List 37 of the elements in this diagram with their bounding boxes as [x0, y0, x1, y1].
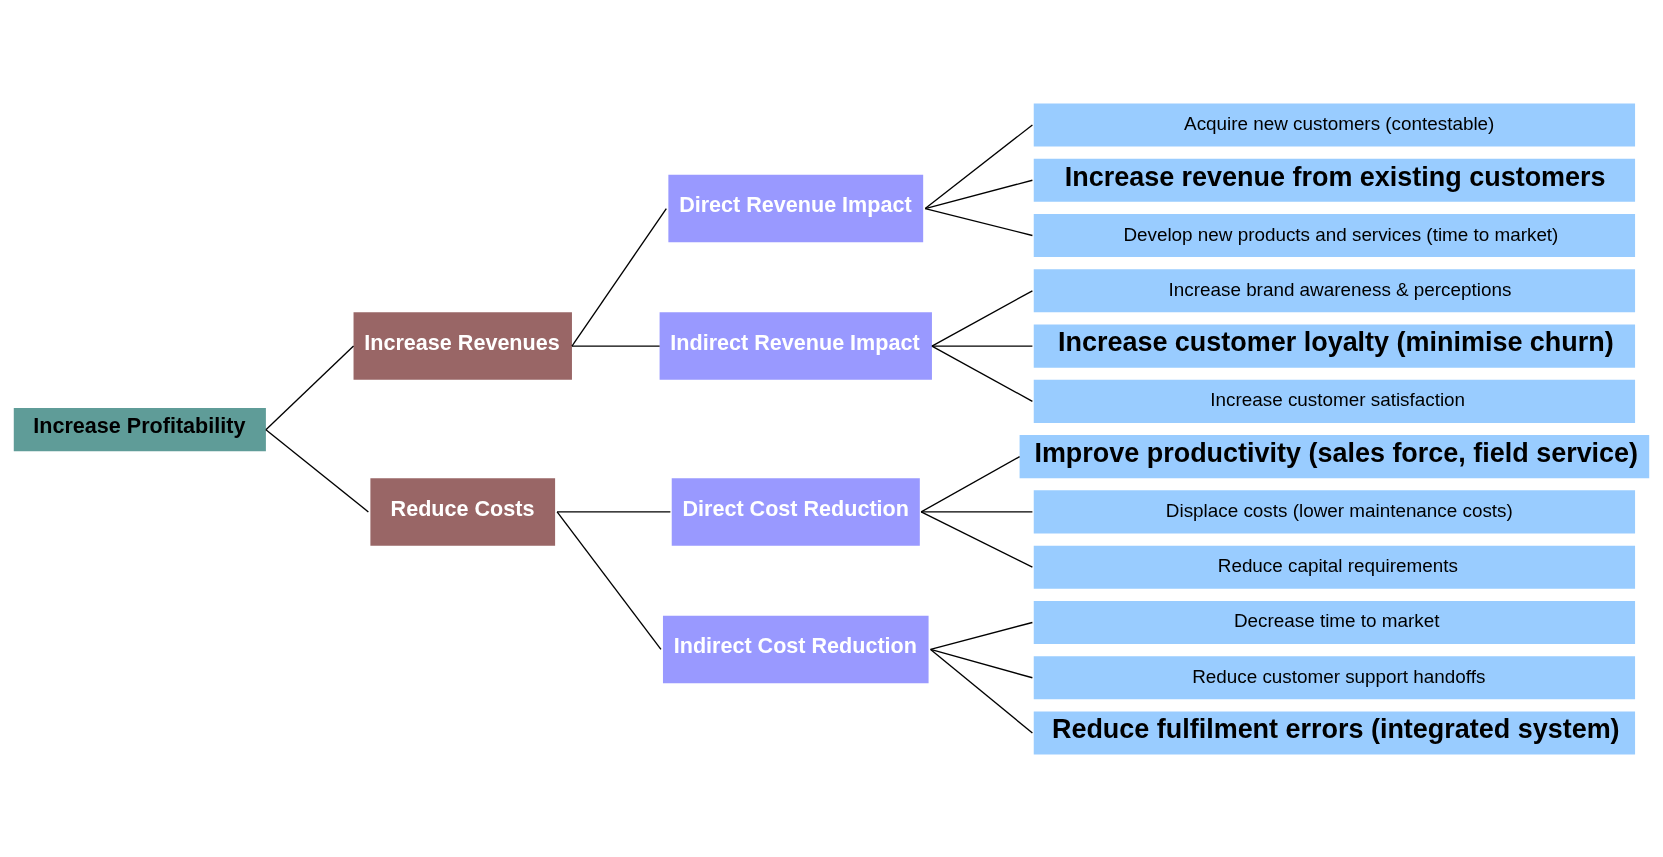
connector	[920, 510, 1034, 513]
connector	[556, 510, 672, 513]
node-box: Decrease time to market	[1033, 600, 1636, 644]
connector	[556, 510, 662, 650]
connector	[265, 428, 370, 513]
node-box: Indirect Revenue Impact	[659, 311, 932, 380]
node-box: Acquire new customers (contestable)	[1033, 102, 1636, 147]
connector	[924, 207, 1034, 236]
node-box: Direct Revenue Impact	[668, 174, 924, 242]
connector	[931, 289, 1034, 347]
node-box: Increase Profitability	[13, 407, 266, 451]
node-box: Develop new products and services (time to market)	[1033, 213, 1636, 257]
node-box: Increase customer loyalty (minimise churn)	[1033, 324, 1636, 368]
node-box: Increase revenue from existing customers	[1033, 158, 1636, 202]
node-box: Increase customer satisfaction	[1033, 379, 1636, 423]
connector	[920, 455, 1021, 513]
connector	[931, 344, 1034, 402]
node-box: Direct Cost Reduction	[671, 477, 920, 546]
node-box: Reduce Costs	[370, 477, 556, 546]
node-box: Reduce customer support handoffs	[1033, 655, 1636, 699]
connector	[571, 344, 661, 347]
connector	[929, 621, 1034, 650]
node-box: Reduce capital requirements	[1033, 545, 1636, 589]
connector	[920, 510, 1034, 568]
node-box: Indirect Cost Reduction	[662, 615, 929, 683]
node-box: Increase brand awareness & perceptions	[1033, 268, 1636, 312]
connector	[571, 207, 667, 347]
node-box: Reduce fulfilment errors (integrated system)	[1033, 710, 1636, 755]
connector	[929, 648, 1034, 734]
connector	[924, 179, 1034, 209]
node-box: Increase Revenues	[353, 311, 572, 380]
connector	[924, 123, 1034, 209]
connector	[929, 648, 1034, 678]
connector	[265, 344, 355, 430]
connector	[931, 344, 1034, 347]
node-box: Improve productivity (sales force, field service)	[1019, 434, 1650, 478]
node-box: Displace costs (lower maintenance costs)	[1033, 489, 1636, 533]
